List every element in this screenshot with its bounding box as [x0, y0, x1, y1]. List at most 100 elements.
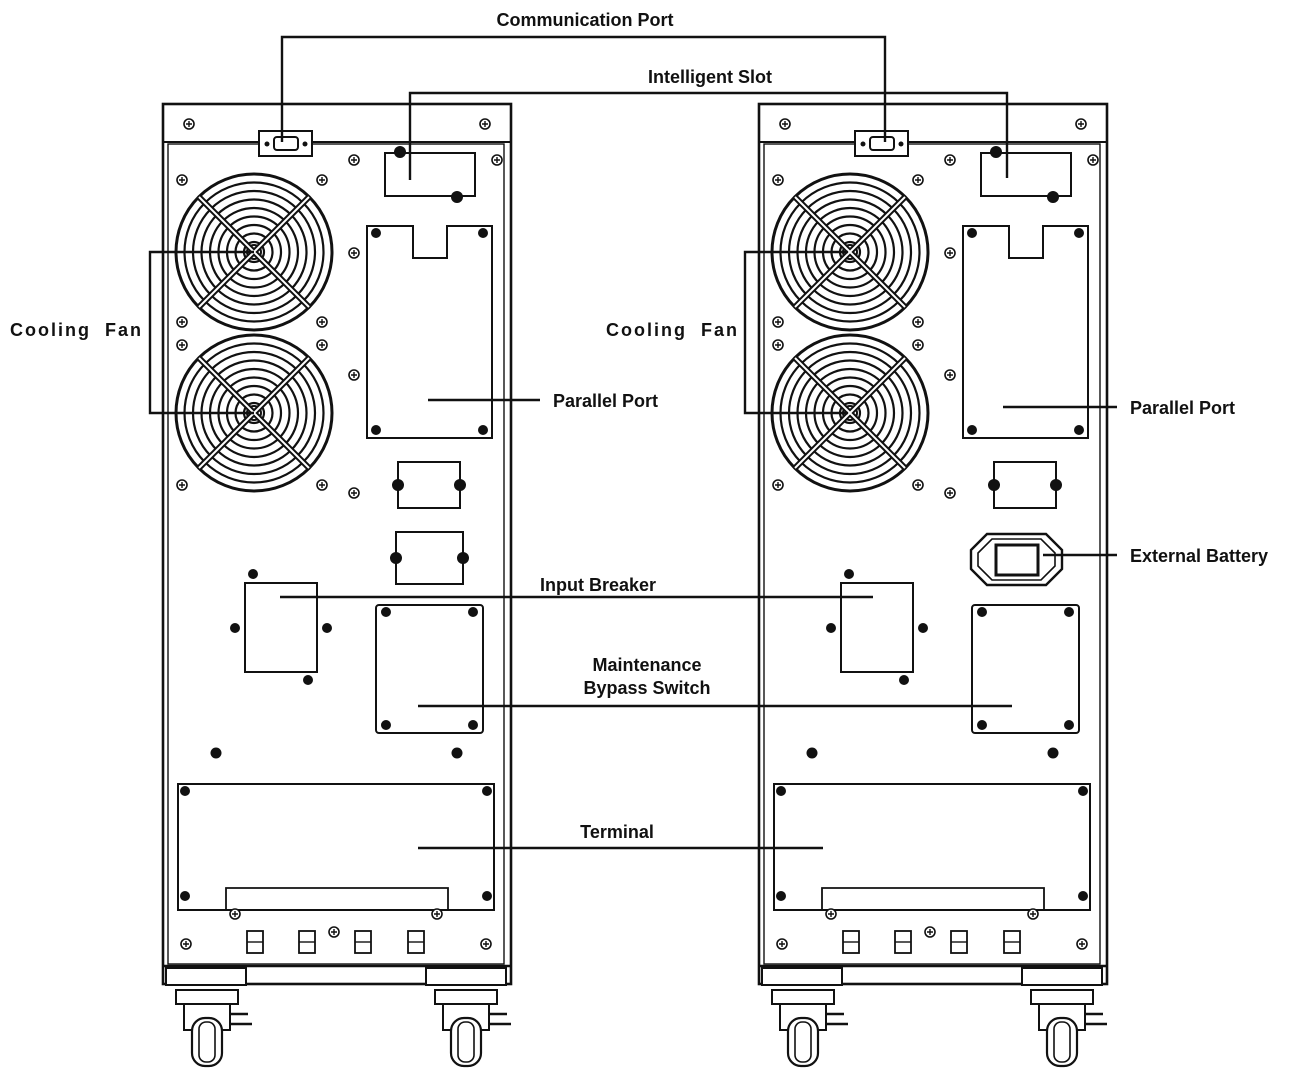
ups-units: [161, 102, 1109, 1068]
screw-slot: [1090, 157, 1096, 163]
screw-slot: [947, 250, 953, 256]
screw-slot: [1078, 121, 1084, 127]
bolt-dot: [390, 552, 402, 564]
external-battery-connector-icon: [969, 532, 1064, 587]
battery-rim: [977, 538, 1056, 581]
bolt-dot: [967, 425, 977, 435]
caster-wheel-icon: [175, 989, 252, 1068]
screw-slot: [1030, 911, 1036, 917]
bolt-dot: [468, 607, 478, 617]
battery-socket: [994, 543, 1040, 577]
screw-slot: [179, 342, 185, 348]
bolt-dot: [1078, 891, 1088, 901]
screw-icon: [316, 174, 328, 186]
screw-icon: [1076, 938, 1088, 950]
caster-wheel-icon: [434, 989, 511, 1068]
bolt-dot: [776, 786, 786, 796]
screw-icon: [912, 174, 924, 186]
screw-icon: [772, 316, 784, 328]
screw-icon: [912, 479, 924, 491]
bolt-dot: [1074, 425, 1084, 435]
screw-slot: [1079, 941, 1085, 947]
intelligent-slot-cover: [384, 152, 476, 197]
screw-icon: [779, 118, 791, 130]
bolt-dot: [1047, 191, 1059, 203]
screw-slot: [779, 941, 785, 947]
screw-icon: [912, 316, 924, 328]
screw-slot: [319, 319, 325, 325]
blank-cover: [397, 461, 461, 509]
external-battery-label: External Battery: [1130, 546, 1268, 566]
screw-icon: [316, 316, 328, 328]
bolt-dot: [302, 141, 308, 147]
caster-plate: [771, 989, 835, 1005]
screw-icon: [1087, 154, 1099, 166]
bolt-dot: [230, 623, 240, 633]
bolt-dot: [180, 786, 190, 796]
screw-slot: [179, 177, 185, 183]
ups-rear-panel: [161, 102, 513, 1068]
screw-slot: [179, 482, 185, 488]
screw-icon: [176, 316, 188, 328]
fan-guard-cross-inner: [794, 196, 906, 308]
screw-icon: [229, 908, 241, 920]
caster-hub: [457, 1021, 475, 1063]
screw-slot: [483, 941, 489, 947]
screw-icon: [328, 926, 340, 938]
screw-slot: [351, 250, 357, 256]
screw-icon: [176, 174, 188, 186]
screw-slot: [186, 121, 192, 127]
bolt-dot: [478, 425, 488, 435]
screw-slot: [351, 157, 357, 163]
terminal-lip: [225, 887, 449, 910]
caster-plate: [434, 989, 498, 1005]
blank-cover: [395, 531, 464, 585]
screw-icon: [176, 479, 188, 491]
screw-icon: [183, 118, 195, 130]
terminal-cover: [773, 783, 1091, 911]
screw-icon: [316, 479, 328, 491]
bolt-dot: [844, 569, 854, 579]
screw-icon: [1075, 118, 1087, 130]
bolt-dot: [826, 623, 836, 633]
bolt-dot: [990, 146, 1002, 158]
bolt-dot: [454, 479, 466, 491]
bolt-dot: [806, 747, 818, 759]
screw-slot: [947, 372, 953, 378]
screw-slot: [434, 911, 440, 917]
screw-icon: [825, 908, 837, 920]
cooling-fan-label-right: Cooling Fan: [606, 320, 739, 340]
screw-slot: [494, 157, 500, 163]
caster-hub: [198, 1021, 216, 1063]
cabinet-inner: [167, 143, 505, 965]
screw-icon: [944, 154, 956, 166]
screw-icon: [912, 339, 924, 351]
parallel-port-label-left: Parallel Port: [553, 391, 658, 411]
screw-icon: [348, 487, 360, 499]
parallel-port-label-right: Parallel Port: [1130, 398, 1235, 418]
bolt-dot: [482, 891, 492, 901]
screw-slot: [319, 482, 325, 488]
screw-icon: [944, 247, 956, 259]
screw-icon: [316, 339, 328, 351]
screw-slot: [947, 157, 953, 163]
bolt-dot: [478, 228, 488, 238]
screw-slot: [915, 482, 921, 488]
bolt-dot: [392, 479, 404, 491]
maintenance-label-line1: Maintenance: [592, 655, 701, 675]
maintenance-bypass-box: [971, 604, 1080, 734]
ups-rear-panel: [757, 102, 1109, 1068]
bolt-dot: [264, 141, 270, 147]
caster-hub: [1053, 1021, 1071, 1063]
bolt-dot: [303, 675, 313, 685]
bolt-dot: [322, 623, 332, 633]
screw-slot: [775, 177, 781, 183]
screw-icon: [776, 938, 788, 950]
screw-slot: [351, 372, 357, 378]
screw-slot: [351, 490, 357, 496]
screw-slot: [482, 121, 488, 127]
screw-icon: [1027, 908, 1039, 920]
foot-left: [761, 967, 843, 986]
bolt-dot: [898, 141, 904, 147]
bolt-dot: [381, 607, 391, 617]
